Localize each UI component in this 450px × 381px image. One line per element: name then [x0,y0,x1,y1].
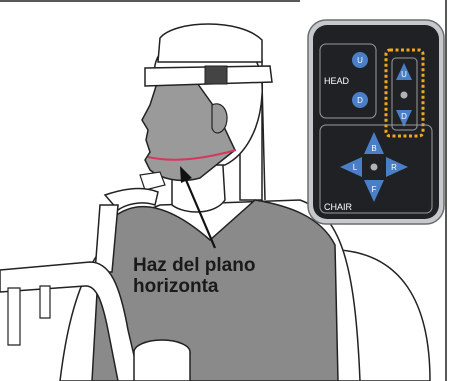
laser-group-highlight [384,48,425,138]
bite-block [139,171,166,191]
callout-arrow-shaft [184,179,217,249]
head-group-frame [319,43,377,119]
chin-rest-post [94,204,119,273]
up-arrow-icon[interactable] [396,63,412,80]
chair-group-label: CHAIR [324,202,353,212]
head-down-label: D [357,96,363,105]
chair-right-label: R [391,163,397,172]
chair-group-frame [319,124,433,214]
handle-bar [0,261,141,381]
head-band-top [157,23,263,63]
head-up-button[interactable] [352,52,368,68]
patient-ear [211,103,228,134]
head-down-button[interactable] [352,92,368,108]
chair-forward-button[interactable] [364,180,384,202]
column-knob [133,352,191,381]
chair-left-button[interactable] [340,157,362,177]
chair-left-label: L [353,163,358,172]
chair-center-dot-icon [370,163,378,171]
chair-right-button[interactable] [386,157,408,177]
lead-apron [91,199,339,381]
down-arrow-icon[interactable] [396,110,412,127]
head-band-buckle [204,65,228,85]
horizontal-plane-callout: Haz del plano horizonta [133,255,293,297]
handle-bar-support [7,287,21,346]
center-dot-icon [400,91,408,99]
head-up-label: U [357,56,363,65]
chair-back-label: B [371,144,376,153]
head-support-strap [261,81,266,201]
laser-up-label: U [401,70,407,79]
horizontal-plane-laser-line [147,149,237,161]
control-panel: U HEAD D U D B L R F CHAIR [307,19,445,225]
callout-arrow-head [180,166,192,183]
handle-bar-clamp [39,285,51,319]
chair-back-button[interactable] [364,132,384,154]
laser-group-frame [391,57,418,131]
chair-forward-label: F [372,185,377,194]
callout-line-2: horizonta [133,276,219,297]
callout-line-1: Haz del plano [133,255,256,276]
laser-down-label: D [401,112,407,121]
head-group-label: HEAD [324,76,350,86]
